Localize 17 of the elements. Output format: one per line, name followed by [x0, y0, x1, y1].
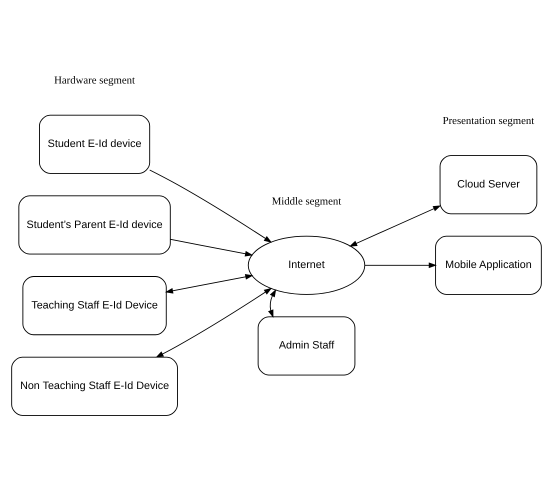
arrow [349, 205, 442, 247]
label: Hardware segment [54, 74, 136, 86]
node-box: Teaching Staff E-Id Device [22, 276, 167, 336]
arrow [170, 238, 254, 256]
arrow [156, 288, 272, 358]
arrow [364, 262, 437, 268]
arrow [164, 274, 254, 294]
node-box: Admin Staff [258, 316, 356, 376]
node-box: Mobile Application [435, 236, 542, 295]
node-box: Cloud Server [440, 155, 538, 214]
node-box: Student’s Parent E-Id device [18, 195, 171, 255]
arrow [268, 289, 276, 318]
node-box: Non Teaching Staff E-Id Device [11, 356, 178, 416]
node-box: Student E-Id device [39, 114, 150, 174]
label: Middle segment [272, 195, 342, 208]
label: Presentation segment [442, 114, 534, 127]
arrow [149, 170, 272, 243]
